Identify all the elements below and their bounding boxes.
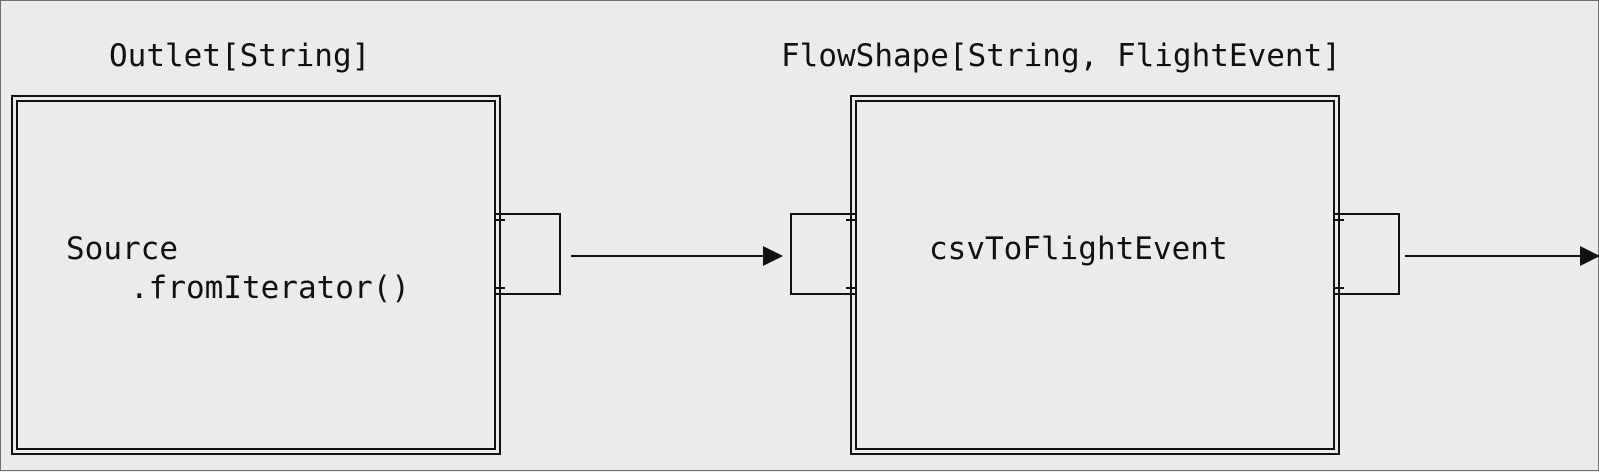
flow-box-outer — [850, 95, 1340, 455]
flow-output-arrowhead — [1580, 246, 1599, 266]
source-box-inner — [16, 100, 496, 450]
source-name-line2: .fromIterator() — [130, 270, 410, 306]
source-type-label: Outlet[String] — [109, 38, 371, 74]
flow-type-label: FlowShape[String, FlightEvent] — [781, 38, 1341, 74]
flow-name-label: csvToFlightEvent — [929, 231, 1228, 267]
flow-box-inner — [855, 100, 1335, 450]
flow-inlet-port — [790, 213, 856, 295]
flow-outlet-port — [1334, 213, 1400, 295]
source-name-line1: Source — [66, 231, 178, 267]
source-to-flow-arrowhead — [763, 246, 783, 266]
source-box-outer — [11, 95, 501, 455]
source-outlet-port — [495, 213, 561, 295]
